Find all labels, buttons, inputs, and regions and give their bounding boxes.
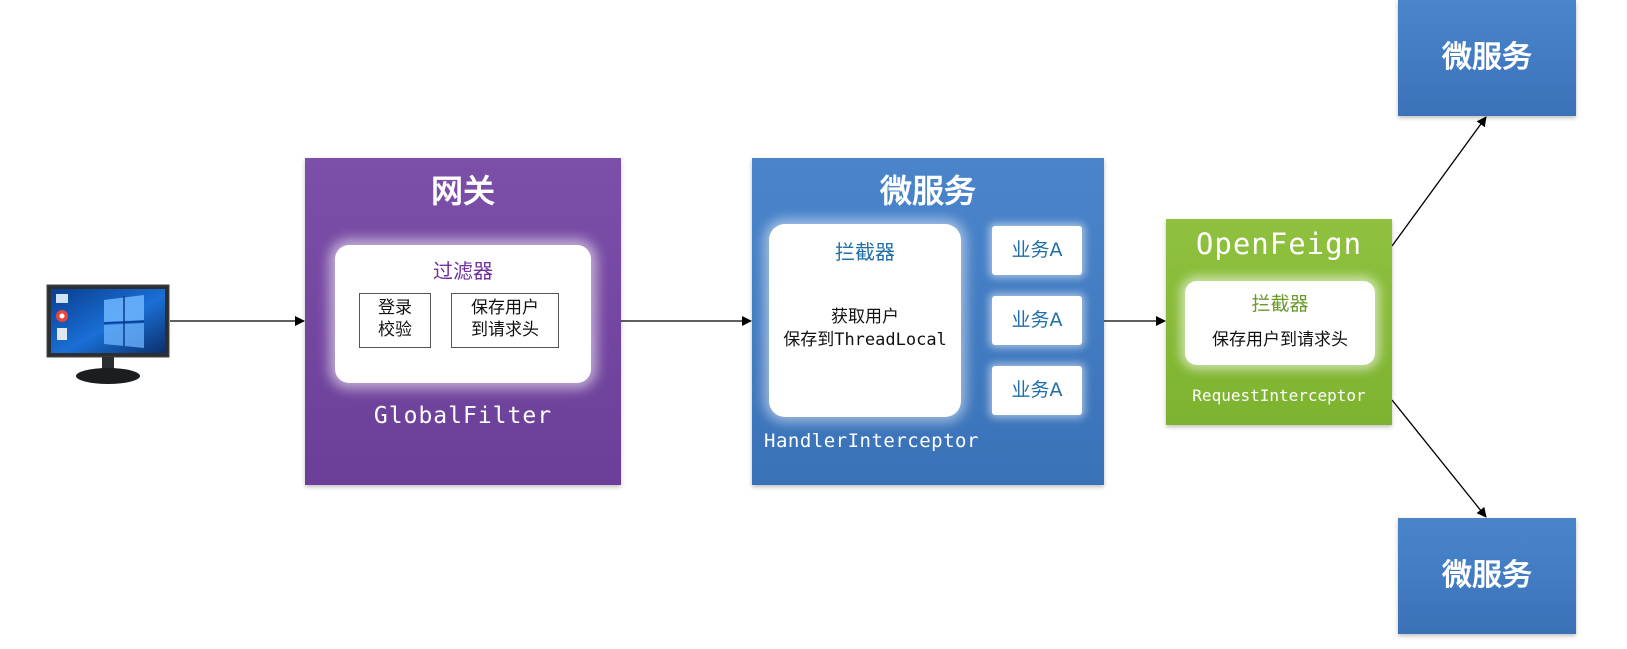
desktop-monitor-icon xyxy=(46,284,170,388)
filter-box: 过滤器 登录 校验 保存用户 到请求头 xyxy=(335,245,591,383)
microservice-bottom-box: 微服务 xyxy=(1398,518,1576,634)
feign-interceptor-description: 保存用户到请求头 xyxy=(1212,330,1348,350)
business-a-box: 业务A xyxy=(992,226,1082,275)
feign-interceptor-box: 拦截器 保存用户到请求头 xyxy=(1185,281,1375,365)
arrow-openfeign-to-top-microservice xyxy=(1391,116,1487,247)
filter-title: 过滤器 xyxy=(433,259,493,283)
save-user-to-header-box: 保存用户 到请求头 xyxy=(451,293,559,348)
openfeign-panel: OpenFeign 拦截器 保存用户到请求头 RequestIntercepto… xyxy=(1166,219,1392,425)
interceptor-description: 获取用户 保存到ThreadLocal xyxy=(783,307,947,350)
interceptor-title: 拦截器 xyxy=(835,240,895,264)
microservice-title: 微服务 xyxy=(879,172,976,210)
gateway-panel: 网关 过滤器 登录 校验 保存用户 到请求头 GlobalFilter xyxy=(305,158,621,485)
openfeign-title: OpenFeign xyxy=(1195,227,1363,261)
interceptor-box: 拦截器 获取用户 保存到ThreadLocal xyxy=(769,224,961,417)
microservice-top-box: 微服务 xyxy=(1398,0,1576,116)
microservice-panel: 微服务 拦截器 获取用户 保存到ThreadLocal 业务A 业务A 业务A … xyxy=(752,158,1104,485)
login-check-box: 登录 校验 xyxy=(359,293,431,348)
feign-interceptor-title: 拦截器 xyxy=(1251,293,1309,315)
business-a-box: 业务A xyxy=(992,296,1082,345)
business-a-box: 业务A xyxy=(992,366,1082,415)
handler-interceptor-label: HandlerInterceptor xyxy=(764,430,979,452)
request-interceptor-label: RequestInterceptor xyxy=(1192,386,1366,405)
global-filter-label: GlobalFilter xyxy=(373,403,553,429)
gateway-title: 网关 xyxy=(430,172,495,210)
arrow-openfeign-to-bottom-microservice xyxy=(1391,399,1487,518)
